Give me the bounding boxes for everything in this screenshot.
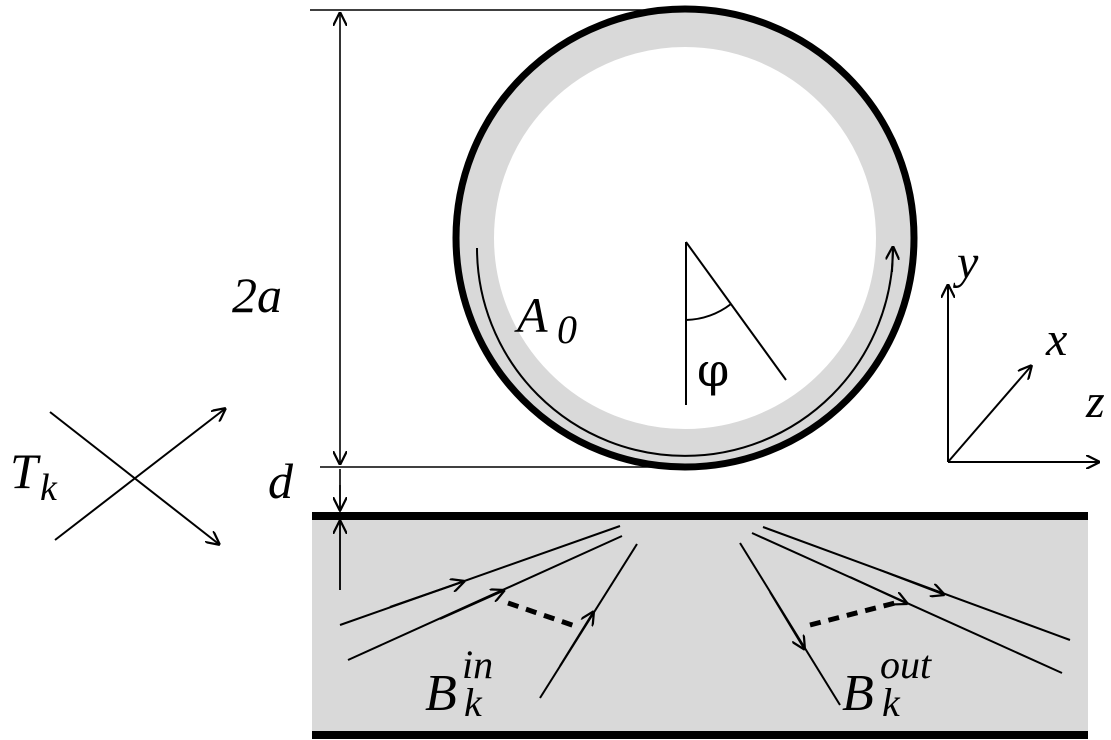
ring-mode-arrow [892, 246, 893, 273]
bin-dashed-link [507, 600, 576, 629]
bin-ray-1 [339, 525, 621, 626]
phi-slanted-ray [685, 241, 787, 381]
bout-ray-3-arrow [879, 569, 945, 595]
label-axis-z: z [1085, 375, 1105, 428]
ring-mode-arc [476, 247, 894, 457]
label-A0-base: A [514, 287, 548, 343]
label-Bin-sub: k [464, 680, 483, 725]
label-Bout-sub: k [882, 680, 901, 725]
label-A0-sub: 0 [557, 307, 577, 352]
tk-line-rising [54, 408, 226, 541]
label-phi: φ [697, 343, 729, 397]
bout-ray-1-arrow [769, 591, 805, 650]
label-Bout-base: B [842, 665, 874, 722]
bin-ray-1-arrow [389, 581, 465, 608]
label-axis-y: y [952, 236, 979, 289]
label-d: d [268, 453, 294, 509]
label-Tk-base: T [10, 443, 41, 499]
bout-ray-2-arrow [849, 576, 908, 604]
axis-x [947, 365, 1032, 463]
label-Bin-sup: in [462, 642, 493, 687]
label-Tk-sub: k [40, 467, 58, 509]
bin-ray-3-arrow [559, 611, 594, 667]
label-2a: 2a [232, 267, 282, 323]
label-axis-x: x [1045, 313, 1067, 366]
ring-gray-band [456, 9, 914, 467]
label-Bout-sup: out [880, 642, 932, 687]
label-Bin-base: B [425, 665, 457, 722]
bout-dashed-link [809, 600, 896, 628]
phi-angle-arc [685, 303, 732, 321]
tk-line-falling [49, 411, 220, 545]
bin-ray-2-arrow [439, 590, 505, 620]
